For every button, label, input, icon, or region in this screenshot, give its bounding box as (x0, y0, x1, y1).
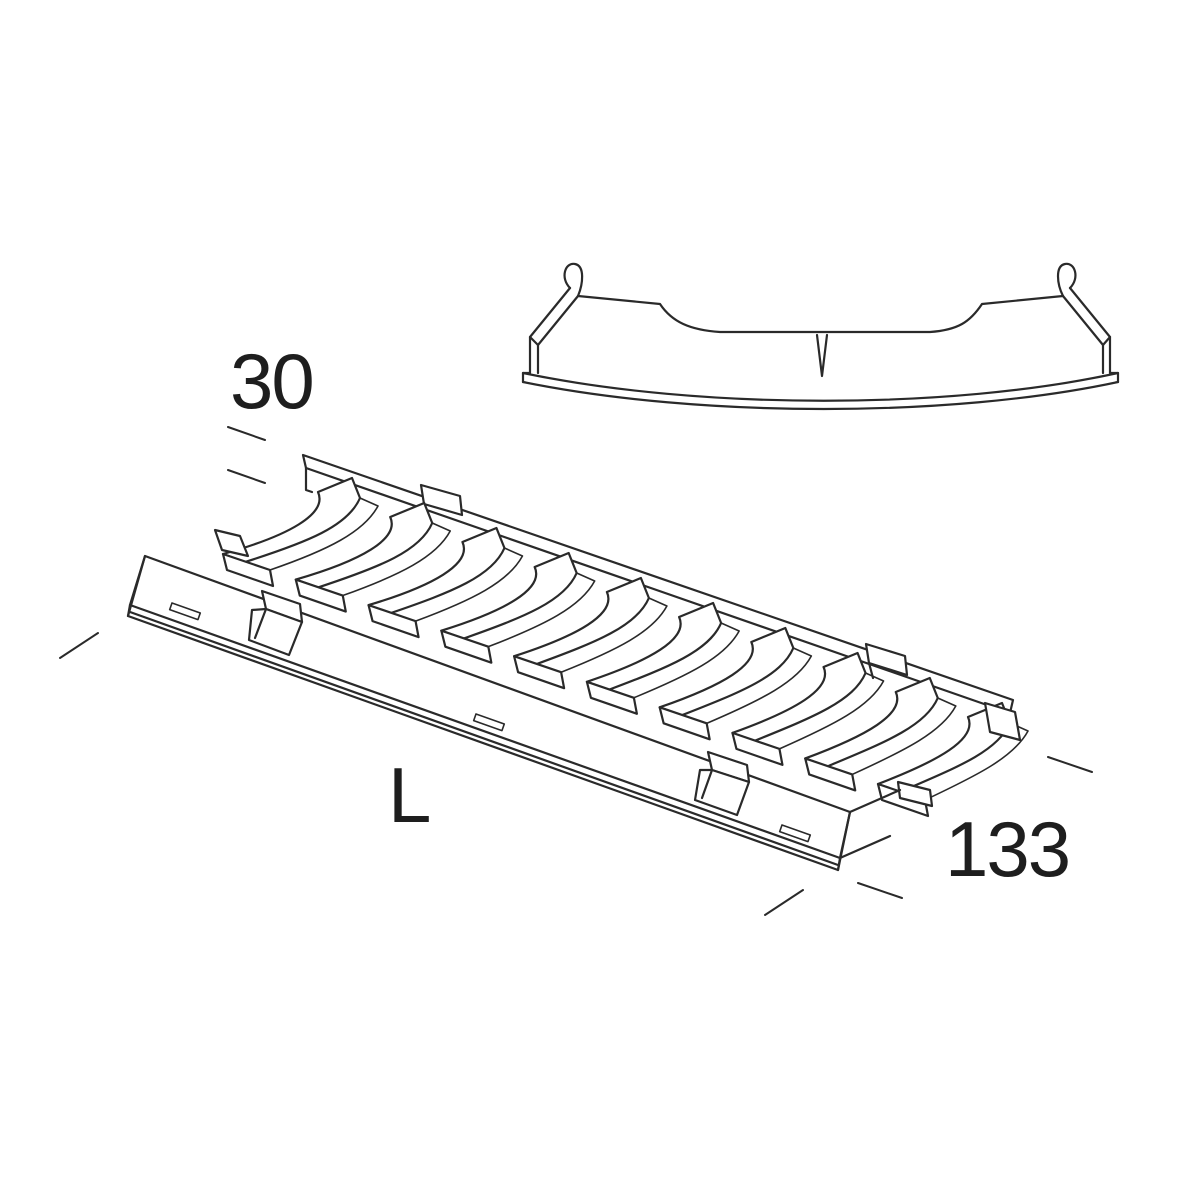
louvre-isometric (126, 453, 1029, 872)
louvre-blade (804, 676, 957, 792)
dimension-labels: 30 L 133 (230, 337, 1071, 893)
louvre-blade (658, 626, 813, 741)
length-dimension-label: L (388, 751, 429, 839)
louvre-blade (585, 601, 740, 715)
louvre-blade (367, 526, 524, 639)
louvre-blade (731, 651, 885, 766)
louvre-blade (513, 576, 668, 690)
length-tick-right (764, 889, 804, 916)
width-tick-front (857, 882, 903, 899)
louvre-blade (294, 501, 452, 613)
height-dimension-label: 30 (230, 337, 313, 425)
length-tick-left (59, 632, 99, 659)
height-tick-bottom (227, 469, 266, 484)
dimension-marks (59, 426, 1093, 916)
louvre-blade (440, 551, 596, 664)
width-dimension-label: 133 (945, 805, 1069, 893)
cross-section-profile (521, 262, 1120, 411)
width-tick-back (1047, 756, 1093, 773)
height-tick-top (227, 426, 266, 441)
louvre-blade (221, 476, 379, 588)
louvre-blades (221, 476, 1029, 818)
